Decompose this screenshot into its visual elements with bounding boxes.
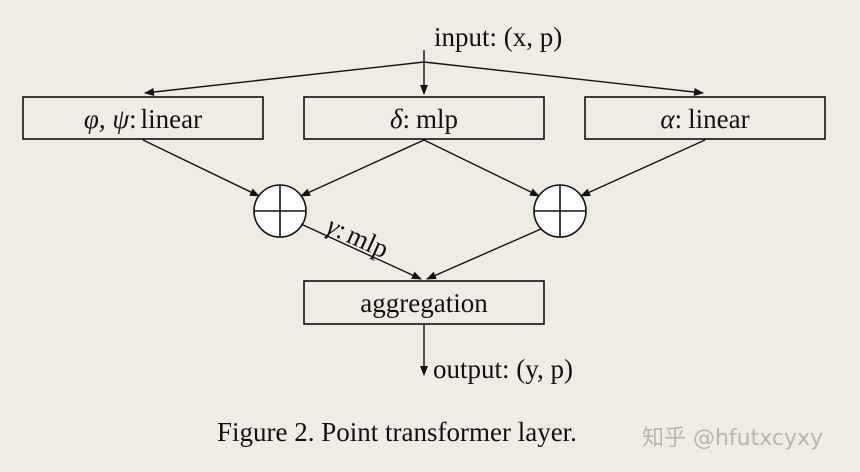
box-delta-mlp bbox=[303, 96, 545, 140]
input-label: input: (x, p) bbox=[434, 22, 562, 52]
edge-input-to-right bbox=[423, 61, 704, 96]
edge-gamma-to-aggregation bbox=[300, 223, 422, 280]
edge-middle-to-plus-right bbox=[423, 139, 540, 197]
box-alpha-label: α:linear bbox=[660, 104, 749, 134]
output-label: output: (y, p) bbox=[433, 354, 573, 384]
box-alpha-linear bbox=[584, 96, 826, 140]
box-phi-psi-label: φ, ψ:linear bbox=[84, 104, 202, 134]
edge-plus-right-to-aggregation bbox=[426, 228, 542, 280]
edge-left-to-plus-left bbox=[142, 139, 260, 197]
watermark: 知乎 @hfutxcyxy bbox=[642, 426, 824, 451]
box-delta-label: δ:mlp bbox=[390, 104, 458, 134]
gamma-mlp-label: γ:mlp bbox=[323, 210, 394, 264]
edge-input-to-left bbox=[144, 61, 425, 96]
phi-psi-symbol: φ, ψ bbox=[84, 104, 130, 134]
plus-operator-left bbox=[253, 184, 307, 238]
edge-middle-to-plus-left bbox=[300, 139, 425, 197]
delta-symbol: δ bbox=[390, 104, 403, 134]
aggregation-label: aggregation bbox=[360, 288, 488, 318]
alpha-symbol: α bbox=[660, 104, 675, 134]
plus-operator-right bbox=[533, 184, 587, 238]
figure-caption: Figure 2. Point transformer layer. bbox=[217, 417, 577, 447]
box-aggregation bbox=[303, 280, 545, 325]
box-phi-psi-linear bbox=[22, 96, 264, 140]
edge-right-to-plus-right bbox=[580, 139, 706, 197]
